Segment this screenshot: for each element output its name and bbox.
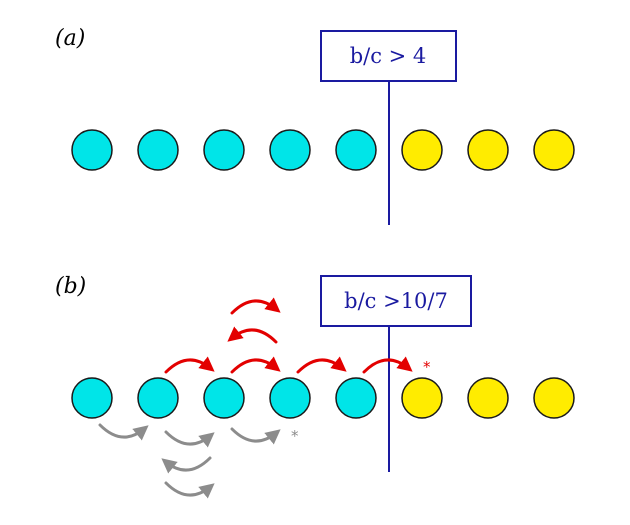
cooperator-node [203, 129, 245, 171]
defector-node [533, 129, 575, 171]
gray-arrows [98, 423, 281, 499]
panel-b: (b) b/c >10/7 * * [55, 274, 575, 499]
red-arrow [296, 356, 347, 374]
cooperator-node [203, 377, 245, 419]
gray-arrow [164, 481, 215, 499]
gray-star: * [291, 427, 299, 445]
cooperator-node [137, 129, 179, 171]
panel-a: (a) b/c > 4 [55, 26, 575, 225]
gray-arrow [98, 423, 149, 441]
red-arrow [164, 356, 215, 374]
red-star: * [423, 358, 431, 376]
panel-b-threshold-label: b/c >10/7 [344, 289, 448, 313]
cooperator-node [71, 377, 113, 419]
cooperator-node [335, 377, 377, 419]
red-arrow [230, 356, 281, 374]
defector-node [533, 377, 575, 419]
cooperator-node [269, 377, 311, 419]
gray-arrow [164, 430, 215, 448]
cooperator-node [137, 377, 179, 419]
defector-node [467, 129, 509, 171]
panel-a-threshold-label: b/c > 4 [350, 44, 427, 68]
panel-b-threshold-box [320, 275, 472, 327]
panel-b-individuals [71, 377, 575, 419]
panel-b-label: (b) [55, 274, 86, 299]
red-arrows [164, 297, 413, 374]
red-arrow [227, 326, 278, 344]
gray-arrow [161, 456, 212, 474]
panel-a-individuals [71, 129, 575, 171]
defector-node [401, 129, 443, 171]
defector-node [401, 377, 443, 419]
red-arrow [362, 356, 413, 374]
panel-a-label: (a) [55, 26, 85, 51]
defector-node [467, 377, 509, 419]
panel-a-threshold-box [320, 30, 457, 82]
red-arrow [230, 297, 281, 315]
gray-arrow [230, 427, 281, 445]
cooperator-node [335, 129, 377, 171]
cooperator-node [269, 129, 311, 171]
cooperator-node [71, 129, 113, 171]
